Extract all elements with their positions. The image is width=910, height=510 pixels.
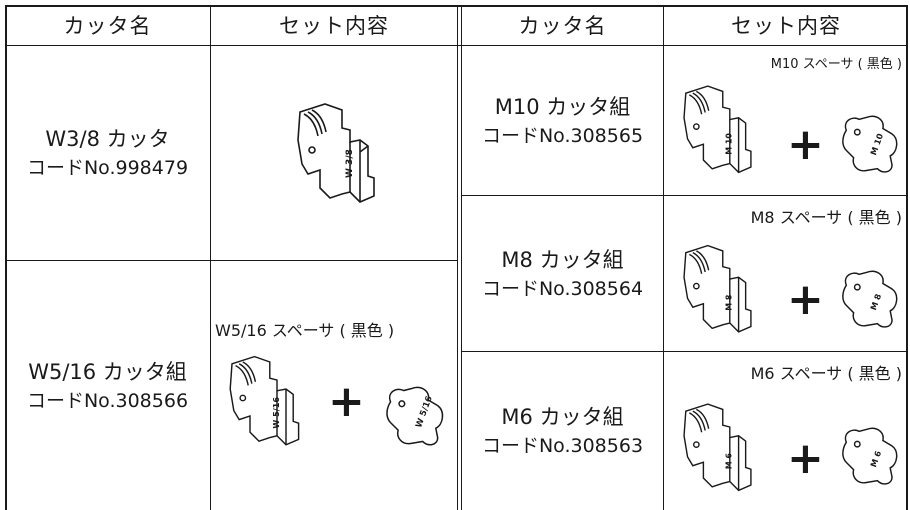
- header-bottom-line: [5, 45, 908, 46]
- cutter-name: W3/8 カッタ: [45, 127, 170, 151]
- left-column-divider: [210, 5, 211, 510]
- spacer-m8-illustration: M 8: [842, 270, 898, 328]
- cutter-code: コードNo.308563: [481, 435, 644, 457]
- center-divider-b: [461, 5, 462, 510]
- cutter-w5-16-illustration: W 5/16: [229, 355, 300, 446]
- cutter-name-cell: M10 カッタ組 コードNo.308565: [462, 46, 663, 195]
- center-divider-a: [457, 5, 458, 510]
- plus-sign: +: [787, 433, 824, 484]
- spacer-label: W5/16 スペーサ ( 黒色 ): [215, 321, 395, 340]
- plus-sign: +: [328, 376, 365, 427]
- header-left-name: カッタ名: [63, 14, 152, 38]
- spacer-label: M10 スペーサ ( 黒色 ): [770, 57, 902, 72]
- table-left-border: [5, 5, 7, 510]
- cutter-mark: W 5/16: [271, 397, 281, 429]
- spacer-w5-16-illustration: W 5/16: [386, 386, 444, 446]
- cutter-name-cell: M8 カッタ組 コードNo.308564: [462, 196, 663, 351]
- cutter-mark: M 6: [725, 453, 734, 470]
- cutter-name: M6 カッタ組: [501, 405, 624, 429]
- cutter-w3-8-illustration: W 3/8: [297, 103, 375, 203]
- table-top-border: [5, 5, 908, 7]
- right-row-divider-1: [461, 195, 908, 196]
- cutter-name-cell: W5/16 カッタ組 コードNo.308566: [5, 261, 210, 510]
- cutter-name: M10 カッタ組: [494, 94, 631, 119]
- cutter-m10-illustration: M 10: [683, 85, 752, 174]
- cutter-mark: M 8: [725, 294, 734, 311]
- cutter-code: コードNo.308565: [481, 124, 644, 147]
- right-column-divider: [663, 5, 664, 510]
- cutter-code: コードNo.998479: [26, 157, 189, 179]
- cutter-name: W5/16 カッタ組: [28, 359, 187, 384]
- cutter-m8-illustration: M 8: [683, 244, 752, 333]
- header-right-set: セット内容: [731, 14, 841, 38]
- cutter-name-cell: M6 カッタ組 コードNo.308563: [462, 352, 663, 510]
- cutter-code: コードNo.308564: [481, 277, 644, 300]
- cutter-m6-illustration: M 6: [683, 403, 752, 492]
- header-left-set: セット内容: [279, 14, 389, 38]
- plus-sign: +: [787, 119, 824, 170]
- plus-sign: +: [787, 274, 824, 325]
- cutter-name-cell: W3/8 カッタ コードNo.998479: [5, 46, 210, 260]
- right-row-divider-2: [461, 351, 908, 352]
- cutter-code: コードNo.308566: [26, 389, 189, 412]
- spacer-m6-illustration: M 6: [842, 427, 898, 485]
- cutter-set-table: カッタ名 セット内容 カッタ名 セット内容 W3/8 カッタ コードNo.998…: [5, 5, 908, 510]
- header-right-name: カッタ名: [518, 14, 607, 38]
- spacer-label: M6 スペーサ ( 黒色 ): [750, 364, 902, 383]
- cutter-name: M8 カッタ組: [501, 247, 624, 272]
- spacer-m10-illustration: M 10: [842, 115, 898, 173]
- cutter-mark: M 10: [725, 133, 734, 155]
- spacer-label: M8 スペーサ ( 黒色 ): [750, 208, 902, 227]
- table-right-border: [906, 5, 908, 510]
- left-row-divider: [5, 260, 457, 261]
